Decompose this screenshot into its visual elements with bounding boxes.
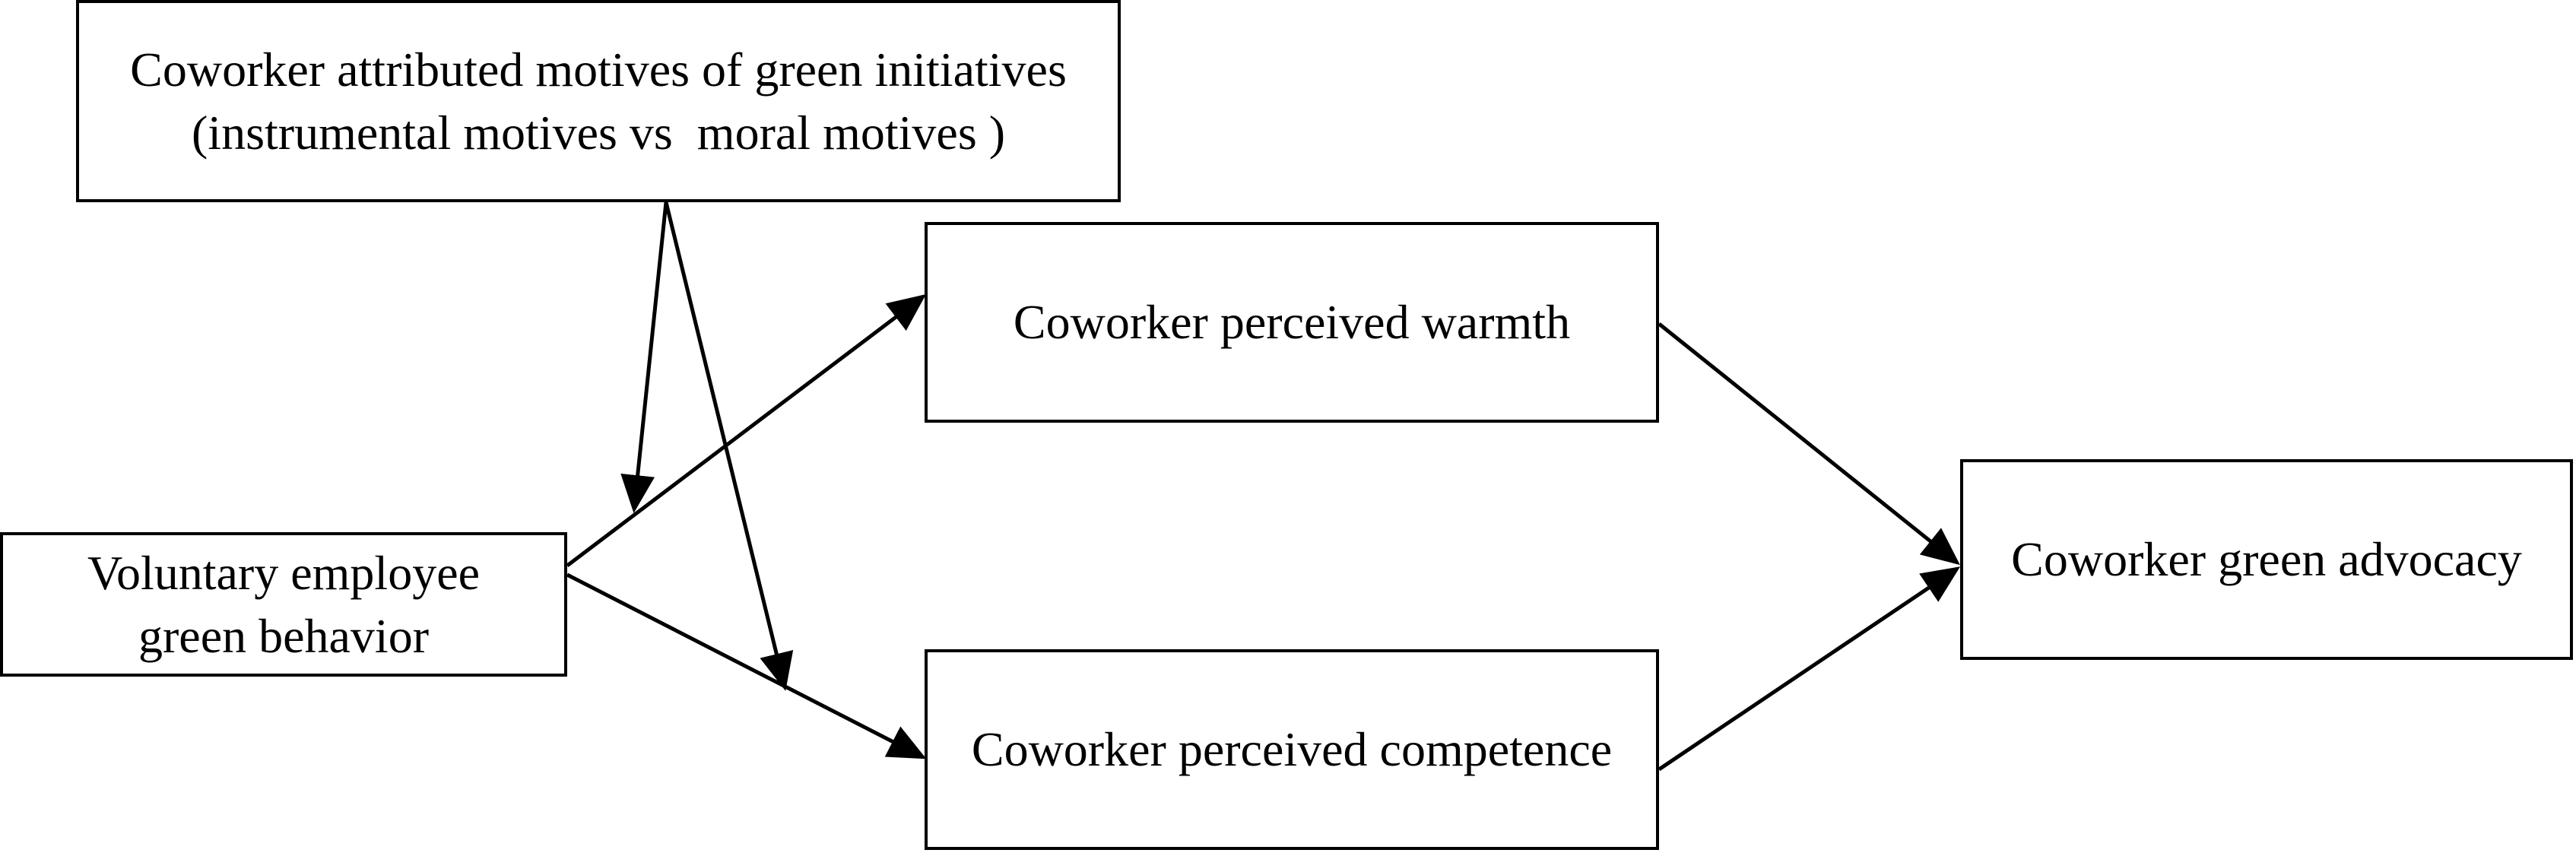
edge-predictor-to-warmth	[566, 293, 926, 567]
edge-competence-to-outcome	[1658, 566, 1961, 772]
predictor-text: Voluntary employee green behavior	[87, 541, 480, 667]
moderator-box: Coworker attributed motives of green ini…	[76, 0, 1121, 202]
outcome-box: Coworker green advocacy	[1960, 459, 2573, 660]
edge-predictor-to-competence	[566, 572, 927, 759]
predictor-box: Voluntary employee green behavior	[0, 532, 567, 677]
moderator-text: Coworker attributed motives of green ini…	[130, 38, 1067, 164]
competence-box: Coworker perceived competence	[925, 649, 1659, 850]
competence-label: Coworker perceived competence	[971, 722, 1613, 777]
predictor-label-line1: Voluntary employee	[87, 545, 481, 600]
moderator-label-line2: (instrumental motives vs moral motives )	[191, 106, 1006, 160]
warmth-box: Coworker perceived warmth	[925, 222, 1659, 423]
edge-warmth-to-outcome	[1658, 322, 1960, 566]
predictor-label-line2: green behavior	[138, 609, 430, 663]
edge-moderator-to-warmth-path	[620, 201, 668, 513]
warmth-label: Coworker perceived warmth	[1013, 295, 1571, 350]
moderator-label-line1: Coworker attributed motives of green ini…	[130, 42, 1067, 97]
edge-moderator-to-competence-path	[664, 201, 794, 691]
outcome-label: Coworker green advocacy	[2011, 532, 2522, 587]
